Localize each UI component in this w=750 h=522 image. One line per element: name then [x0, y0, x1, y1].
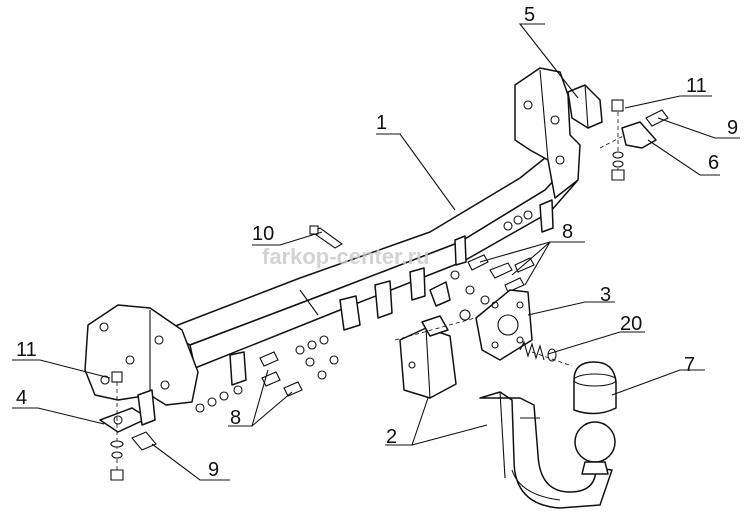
callout-5: 5 — [524, 4, 536, 26]
leader-lines — [12, 23, 740, 481]
tow-ball-neck — [479, 391, 616, 509]
callout-7: 7 — [684, 354, 696, 376]
callout-6: 6 — [708, 152, 720, 174]
callout-9a: 9 — [727, 117, 739, 139]
bolt-set-lower — [195, 335, 339, 413]
callout-2: 2 — [386, 426, 398, 448]
spring — [519, 340, 557, 362]
bolt-set-upper — [450, 210, 535, 305]
callout-3: 3 — [600, 284, 612, 306]
callout-20: 20 — [620, 313, 643, 335]
callout-11b: 11 — [16, 339, 37, 361]
callout-9b: 9 — [208, 459, 220, 481]
callout-10: 10 — [252, 223, 275, 245]
ball-mount-bracket — [399, 315, 457, 399]
tow-ball-cap — [573, 361, 617, 415]
left-side-bracket — [84, 304, 199, 406]
watermark-text: farkop-center.ru — [262, 244, 430, 269]
callout-8a: 8 — [562, 221, 574, 243]
callout-8b: 8 — [230, 407, 242, 429]
callout-11a: 11 — [686, 75, 707, 97]
left-mounting-plate — [99, 371, 157, 481]
callout-4: 4 — [16, 387, 28, 409]
socket-plate — [429, 281, 533, 361]
right-mounting-plate — [599, 99, 669, 181]
callout-1: 1 — [376, 112, 388, 134]
